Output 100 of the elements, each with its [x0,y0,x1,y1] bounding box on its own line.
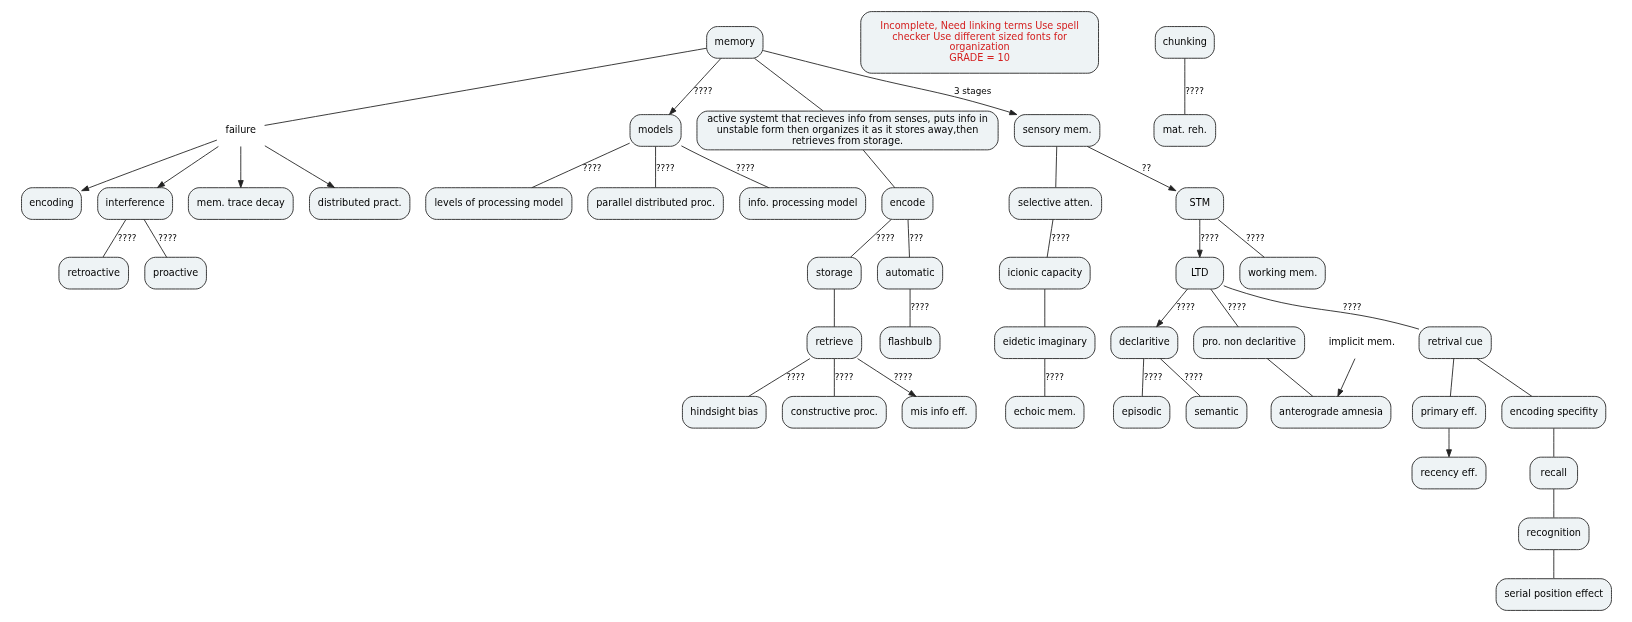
node-box: mis info eff. [901,396,977,429]
connector [1043,288,1045,328]
arrow [1196,219,1203,258]
connector [1046,219,1053,258]
node-box: info. processing model [738,187,866,220]
node-box: eidetic imaginary [993,326,1095,359]
node-box: constructive proc. [781,396,887,429]
edge-label: ???? [117,232,137,243]
connector [909,288,910,328]
edge-label: ???? [1050,232,1070,243]
edge-label: ???? [1044,371,1064,382]
node-box: selective atten. [1008,187,1102,220]
arrow [1336,358,1355,397]
node-box: echoic mem. [1004,396,1084,429]
connector [1043,358,1045,397]
node-box: retroactive [58,256,129,290]
edge-label: ???? [875,232,895,243]
connector [680,145,769,189]
edge-label: 3 stages [953,86,991,97]
arrow [1086,146,1176,192]
arrow [668,57,721,115]
connector [1217,219,1265,258]
edge-label: ???? [1184,86,1204,97]
node-box: sensory mem. [1013,114,1100,147]
connector [654,146,656,188]
node-box: encoding [20,187,82,220]
connector [1222,285,1419,330]
connector [753,57,823,112]
node-box: LTD [1175,256,1224,290]
node-box: hindsight bias [681,396,767,429]
connector [1552,549,1554,579]
connector [1054,146,1057,188]
arrow [1155,288,1188,328]
edge-label: ???? [655,162,675,173]
node-box: retrieve [806,326,862,359]
edge-label: ??? [908,232,923,243]
node-box: mem. trace decay [187,187,294,220]
edge-label: ???? [1342,302,1361,313]
node-box: chunking [1154,26,1215,59]
node-box: parallel distributed proc. [586,187,724,220]
connector [1449,358,1454,397]
connector [1141,358,1144,397]
node-box: flashbulb [879,326,940,359]
edge-label: ???? [834,371,853,382]
connector [101,219,126,258]
node-box: levels of processing model [424,187,572,220]
connector [747,358,810,397]
node-box: storage [806,256,862,290]
connector [263,47,707,126]
edge-label: ???? [582,162,602,173]
node-box: STM [1175,187,1224,220]
node-box: automatic [876,256,943,290]
node-box: recency eff. [1411,456,1486,490]
node-box: declaritive [1109,326,1178,359]
node-box: distributed pract. [308,187,410,220]
node-box: recognition [1517,517,1589,551]
edge-label: ???? [1183,371,1203,382]
node-box: mat. reh. [1153,114,1216,147]
edge-label: ???? [909,302,929,313]
arrow [80,139,217,192]
connector [1159,358,1201,397]
connector [833,358,835,397]
node-box: Incomplete, Need linking terms Use spell checker Use different sized fonts for organization GRADE = 10 [859,11,1099,74]
arrow [856,358,916,397]
node-box: primary eff. [1411,396,1486,429]
node-text: failure [225,123,256,135]
connector [1552,427,1554,458]
edge-label: ???? [1199,232,1219,243]
node-box: icionic capacity [998,256,1091,290]
node-box: anterograde amnesia [1270,396,1391,429]
node-box: working mem. [1238,256,1326,290]
node-box: episodic [1112,396,1170,429]
connector [1183,57,1185,115]
connector [862,149,895,189]
connector [1266,358,1313,397]
node-box: semantic [1185,396,1247,429]
edge-label: ???? [1175,302,1195,313]
connector [1552,488,1554,518]
edge-label: ???? [1143,371,1162,382]
connector [1209,288,1239,328]
edge-label: ???? [893,371,912,382]
arrow [762,50,1017,116]
node-box: active systemt that recieves info from senses, puts info in unstable form then organizes it as it stores away,then retrieves from storage. [696,110,999,151]
connector [849,219,892,258]
edge-label: ???? [785,371,805,382]
node-box: proactive [143,256,207,290]
edge-label: ???? [1245,232,1265,243]
edge-label: ???? [735,162,755,173]
arrow [1445,427,1452,458]
edge-label: ???? [693,86,712,97]
arrow [156,146,219,188]
node-box: recall [1529,456,1578,490]
node-box: interference [96,187,173,220]
connector [833,288,835,328]
connector [530,142,630,189]
node-box: retrival cue [1418,326,1492,359]
node-box: encode [880,187,933,220]
connector [907,219,910,258]
connector [143,219,167,258]
node-text: implicit mem. [1328,336,1395,348]
